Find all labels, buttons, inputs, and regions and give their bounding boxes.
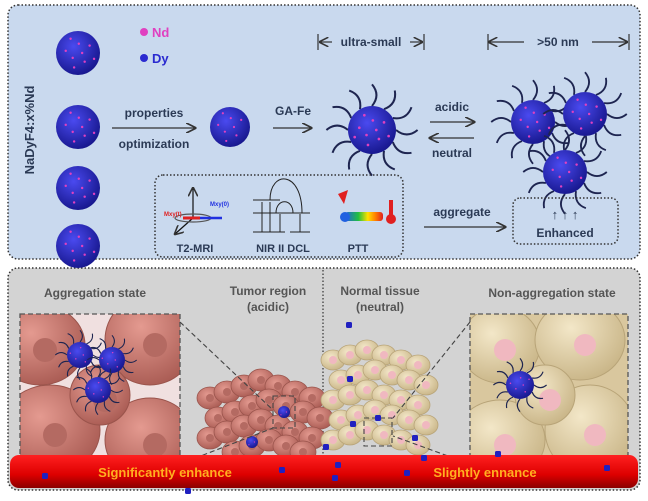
enhanced-label: Enhanced <box>536 226 593 240</box>
optimization-label: optimization <box>119 137 190 151</box>
coated-nanoparticle <box>325 83 419 177</box>
tumor-acidic-label: (acidic) <box>247 300 289 314</box>
enhanced-arrows: ↑ ↑ ↑ <box>552 207 579 222</box>
nanoparticle-dot <box>332 475 338 481</box>
inset-aggregation-frame <box>19 313 181 465</box>
optimized-nanoparticle <box>210 107 250 147</box>
nanoparticle-dot <box>350 421 356 427</box>
nanoparticle-dot <box>323 444 329 450</box>
svg-text:Mxy(0): Mxy(0) <box>210 202 229 208</box>
nanoparticle-dot <box>375 415 381 421</box>
dy-legend-label: Dy <box>152 51 169 66</box>
dy-legend-dot <box>140 54 148 62</box>
blood-vessel <box>10 455 638 488</box>
aggregate-label: aggregate <box>433 205 491 219</box>
vessel-left-label: Significantly enhance <box>98 465 232 480</box>
large-size-bracket <box>487 34 630 50</box>
aggregate-particle <box>490 79 576 165</box>
nanoparticle-dot <box>346 322 352 328</box>
top-panel <box>7 4 641 260</box>
aggregated-particle <box>72 364 124 416</box>
single-particle <box>493 358 547 412</box>
nanoparticle-dot <box>42 473 48 479</box>
enhanced-box <box>512 197 619 245</box>
non-aggregation-state-label: Non-aggregation state <box>488 286 616 300</box>
modality-t2-mri: T2-MRI <box>177 243 214 255</box>
acidic-label: acidic <box>435 100 469 114</box>
tumor-tissue <box>196 368 334 464</box>
zoom-lines <box>179 321 471 465</box>
modality-box <box>154 174 404 258</box>
nd-legend-label: Nd <box>152 25 169 40</box>
aggregate-particle <box>542 71 628 157</box>
nanoparticle-dot <box>347 376 353 382</box>
normal-neutral-label: (neutral) <box>356 300 404 314</box>
nanoparticle-4 <box>56 224 100 268</box>
svg-text:Mxy(t): Mxy(t) <box>164 212 182 218</box>
tumor-aggregate <box>278 406 290 418</box>
nanoparticle-dot <box>421 455 427 461</box>
nanoparticle-dot <box>185 488 191 494</box>
non-aggregation-inset <box>470 314 628 464</box>
nanoparticle-3 <box>56 166 100 210</box>
properties-label: properties <box>125 106 184 120</box>
ultra-small-bracket <box>317 34 425 50</box>
aggregation-inset <box>20 314 180 464</box>
tumor-region-label: Tumor region <box>230 284 306 298</box>
large-size-label: >50 nm <box>537 35 579 49</box>
ptt-thermometer-icon <box>338 190 396 224</box>
neutral-label: neutral <box>432 146 472 160</box>
composition-label: NaDyF4:x%Nd <box>22 86 37 175</box>
aggregation-state-label: Aggregation state <box>44 286 146 300</box>
tumor-aggregate <box>246 436 258 448</box>
nanoparticle-dot <box>412 435 418 441</box>
nanoparticle-dot <box>335 462 341 468</box>
nanoparticle-dot <box>404 470 410 476</box>
normal-tissue-label: Normal tissue <box>340 284 420 298</box>
nanoparticle-dot <box>604 465 610 471</box>
modality-ptt: PTT <box>348 243 369 255</box>
nanoparticle-1 <box>56 31 100 75</box>
nd-legend-dot <box>140 28 148 36</box>
modality-nir-ii-dcl: NIR II DCL <box>256 243 310 255</box>
ultra-small-label: ultra-small <box>341 35 402 49</box>
ga-fe-label: GA-Fe <box>275 104 311 118</box>
nanoparticle-2 <box>56 105 100 149</box>
nanoparticle-dot <box>279 467 285 473</box>
vessel-right-label: Slightly ennance <box>433 465 536 480</box>
normal-tissue <box>320 339 439 456</box>
aggregate-particle <box>522 129 608 215</box>
mri-icon: Mxy(0) Mxy(t) <box>164 188 229 234</box>
nanoparticle-dot <box>495 451 501 457</box>
nir-energy-level-icon <box>253 178 310 233</box>
